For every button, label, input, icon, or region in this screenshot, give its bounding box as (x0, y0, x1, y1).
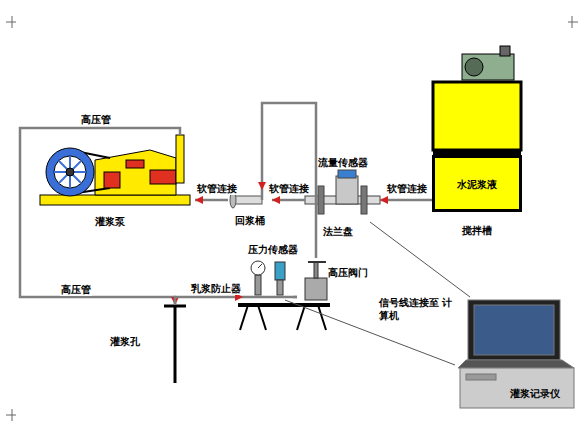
pipe-connector (293, 296, 297, 299)
signal-note: 信号线连接至 计算机 (378, 296, 456, 322)
mixing-tank: 水泥浆液搅拌槽 (432, 155, 522, 212)
node-text: 搅拌槽 (462, 224, 492, 237)
high-pressure-valve: 高压阀门 (297, 258, 377, 312)
pipe-connector (175, 297, 243, 305)
pipe-connector (272, 199, 305, 202)
pipe-connector (262, 103, 316, 258)
node-text: 高压阀门 (328, 266, 368, 279)
flow-sensor: 流量传感器 (305, 155, 380, 222)
signal-line (370, 222, 470, 297)
pressure-sensor: 压力传感器 (243, 243, 293, 300)
pipe-connector (195, 199, 228, 202)
tank-illustration (433, 46, 521, 155)
node-text: 水泥浆液 (457, 178, 497, 191)
pump-illustration (40, 135, 190, 205)
flange-label: 法兰盘 (322, 225, 354, 238)
edge-label: 软管连接 (268, 182, 310, 195)
recorder-illustration (458, 300, 574, 408)
grout-recorder: 灌浆记录仪 (455, 297, 578, 412)
gauge-illustration (243, 261, 297, 297)
grout-hole: 灌浆孔 (105, 305, 190, 385)
trestle (238, 305, 330, 330)
node-text: 灌浆记录仪 (510, 387, 560, 400)
node-text: 回浆桶 (235, 214, 265, 227)
return-bucket: 回浆桶 (228, 190, 272, 228)
hole-illustration (164, 306, 186, 383)
valve-illustration (305, 262, 327, 300)
node-text: 压力传感器 (248, 243, 298, 256)
edge-label: 软管连接 (386, 182, 428, 195)
edge-label: 高压管 (60, 283, 92, 296)
edge-label: 软管连接 (196, 182, 238, 195)
node-text: 灌浆泵 (95, 215, 125, 228)
node-text: 灌浆孔 (110, 335, 140, 348)
emulsion-preventer-label: 乳浆防止器 (190, 282, 242, 295)
pipe-connector (20, 128, 180, 305)
node-text: 流量传感器 (318, 156, 368, 169)
crop-marks (6, 16, 578, 421)
pipe-label: 高压管 (80, 113, 112, 126)
pipe-connector (380, 199, 432, 202)
pump: 灌浆泵 (35, 135, 195, 228)
